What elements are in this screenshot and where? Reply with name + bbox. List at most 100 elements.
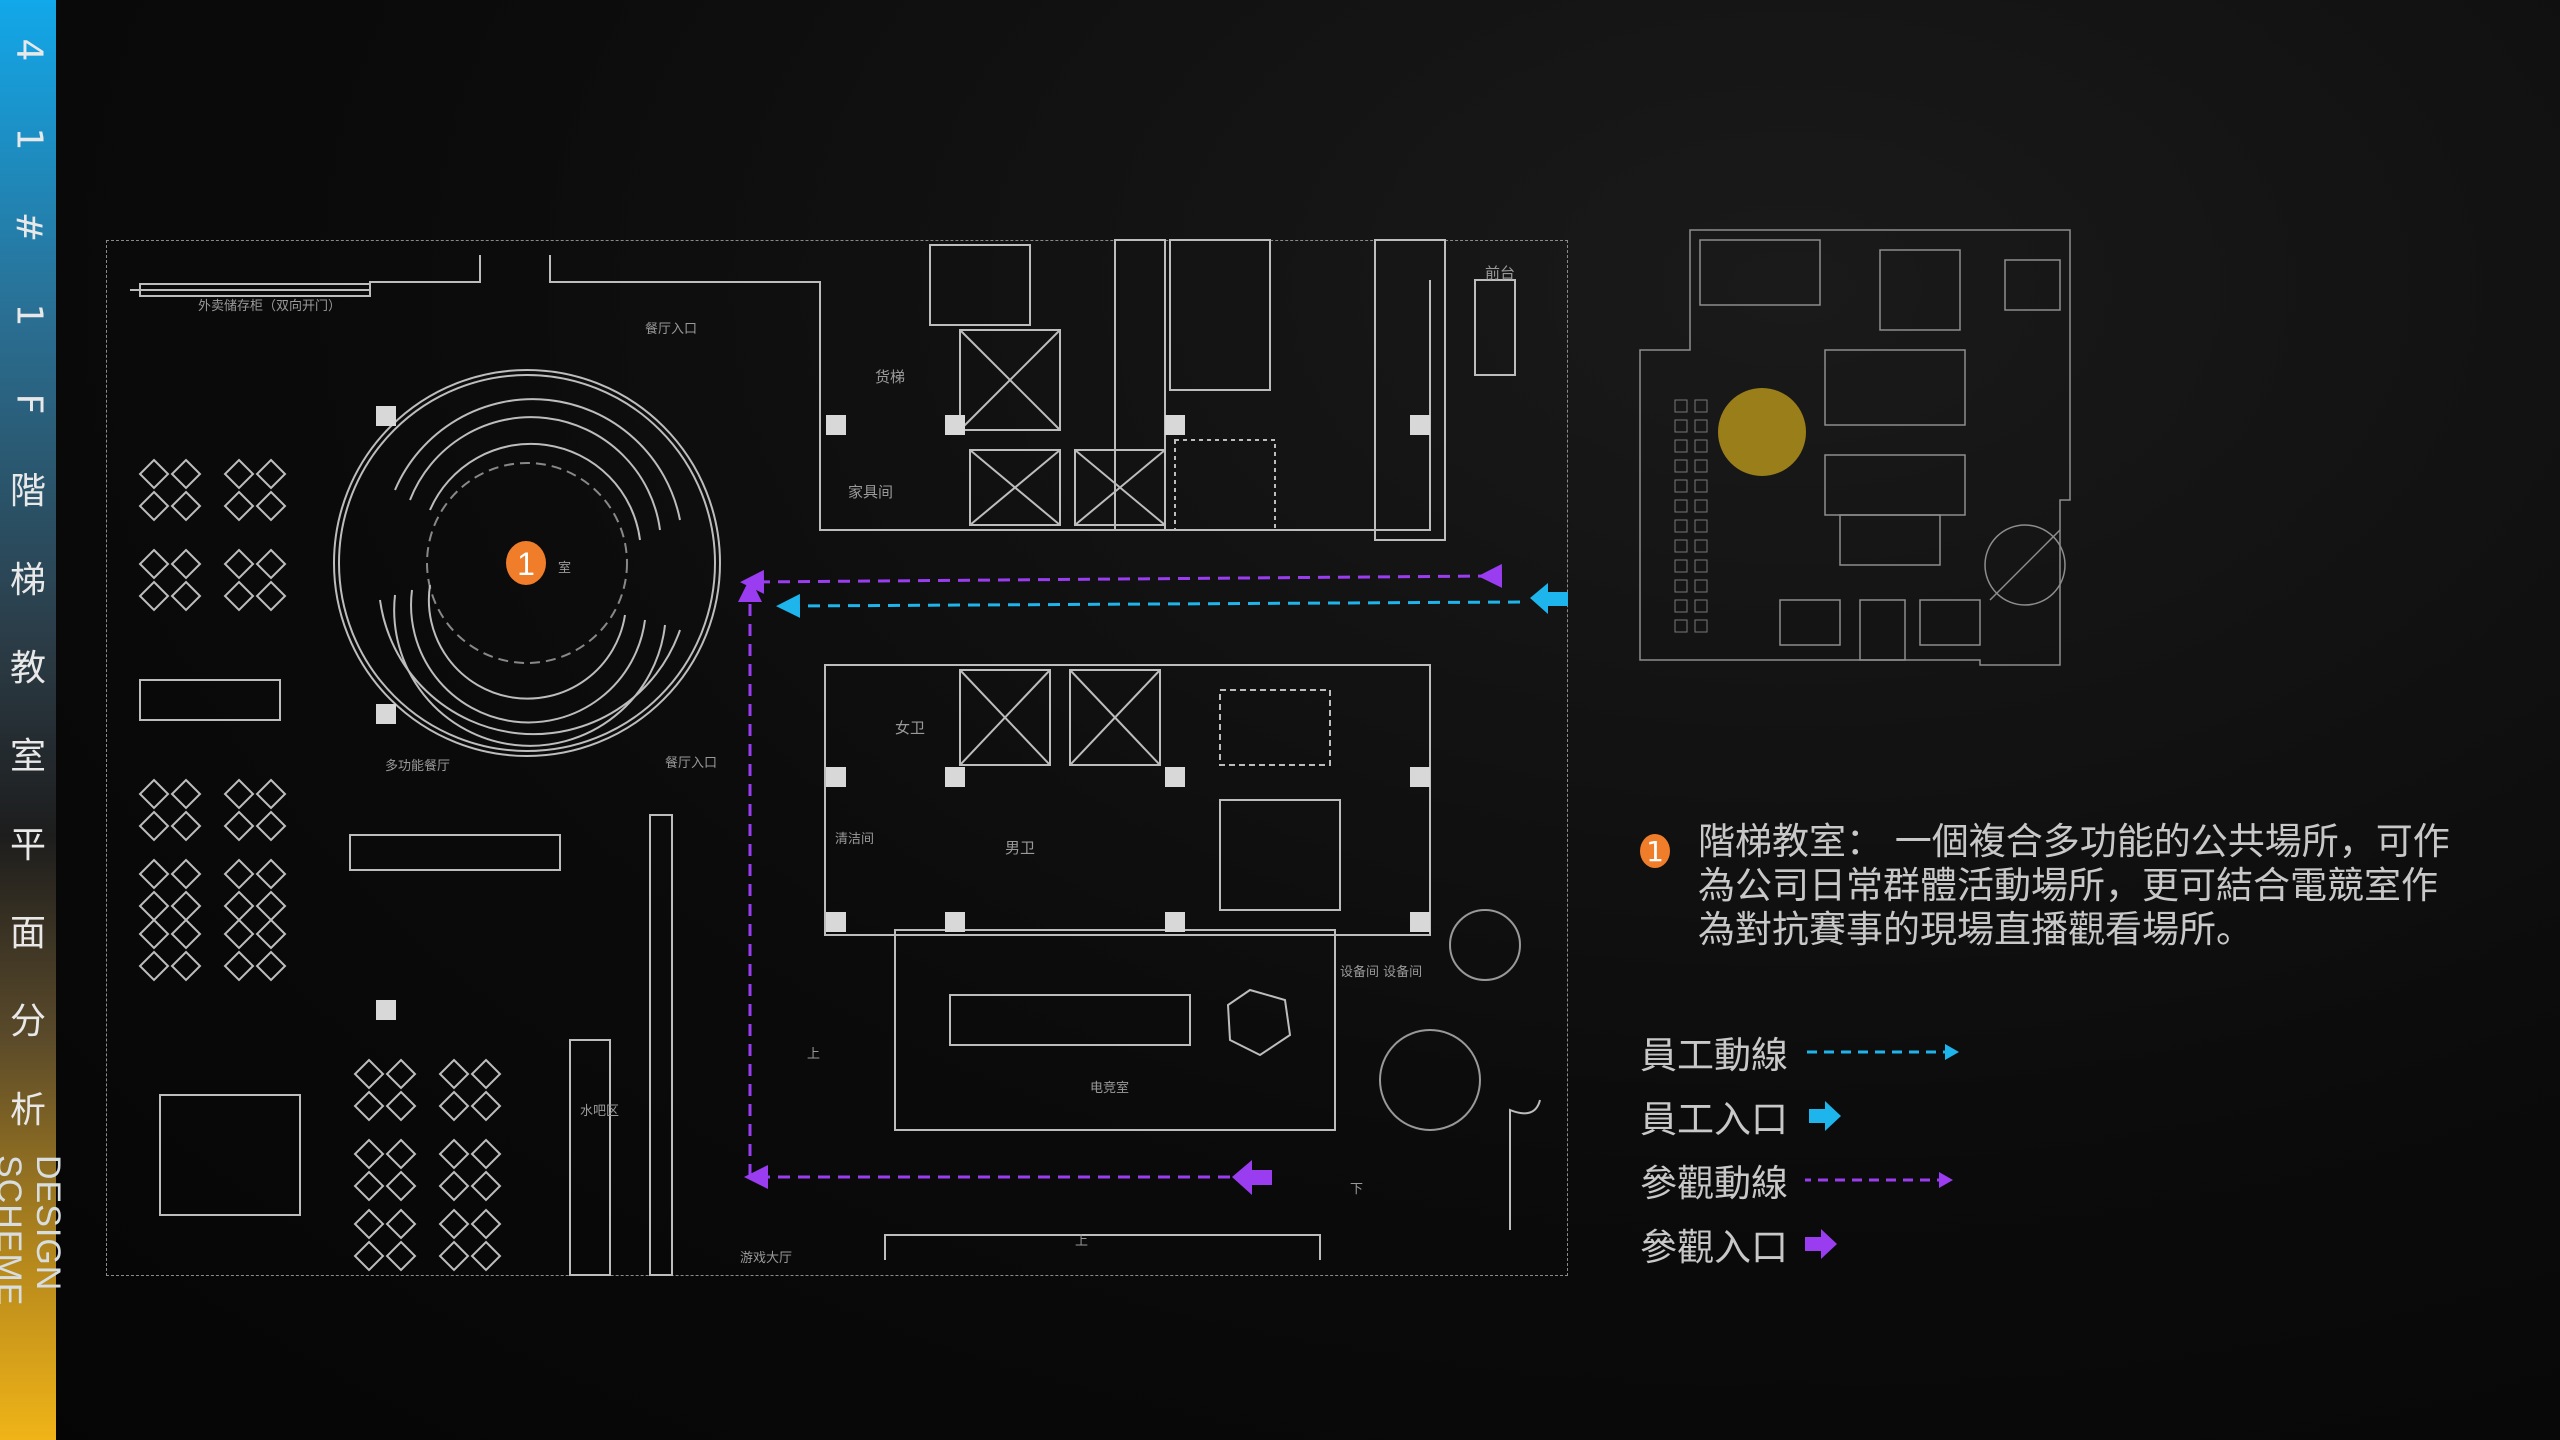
label-water-bar: 水吧区 — [580, 1104, 619, 1119]
minimap-table — [1694, 519, 1708, 533]
table-seat — [470, 1240, 502, 1272]
table-seat — [223, 490, 255, 522]
table-seat — [353, 1240, 385, 1272]
sidebar-char: 分 — [9, 1001, 46, 1043]
arrow-right-icon — [1809, 1101, 1841, 1131]
table-seat — [138, 490, 170, 522]
minimap-table — [1674, 539, 1688, 553]
arrow-right-icon — [1805, 1229, 1837, 1259]
sidebar-subtitle: DESIGN SCHEME — [0, 1155, 67, 1307]
minimap-highlight — [1718, 388, 1806, 476]
label-multi-dining: 多功能餐厅 — [385, 758, 450, 774]
dashed-arrow-icon — [1805, 1172, 1953, 1188]
seat-row — [379, 599, 681, 736]
table-seat — [385, 1058, 417, 1090]
room — [1114, 239, 1166, 531]
tree — [1449, 909, 1521, 981]
minimap-table — [1694, 419, 1708, 433]
tree — [1379, 1029, 1481, 1131]
table-seat — [170, 580, 202, 612]
label-down: 下 — [1350, 1182, 1363, 1197]
marker-number: 1 — [517, 546, 535, 582]
minimap-table — [1674, 619, 1688, 633]
table-seat — [138, 858, 170, 890]
table-seat — [255, 918, 287, 950]
legend-label: 員工動線 — [1640, 1034, 1788, 1077]
stair — [929, 244, 1031, 326]
table-seat — [170, 950, 202, 982]
table-seat — [255, 580, 287, 612]
table-seat — [385, 1090, 417, 1122]
esports-table — [949, 994, 1191, 1046]
door — [1509, 1099, 1541, 1230]
dashed-arrow-icon — [1807, 1044, 1959, 1060]
legend: 員工動線 員工入口 參觀動線 參觀入口 — [1640, 1020, 1965, 1276]
seat-row — [394, 398, 681, 521]
minimap-table — [1694, 579, 1708, 593]
storage-cabinet — [139, 283, 371, 297]
auditorium-stage — [426, 462, 628, 664]
table-seat — [223, 890, 255, 922]
table-seat — [223, 918, 255, 950]
sidebar-char: 室 — [9, 736, 46, 778]
lift — [959, 329, 1061, 431]
table-seat — [255, 490, 287, 522]
legend-item-visitor-entrance: 參觀入口 — [1640, 1212, 1965, 1276]
long-table — [349, 834, 561, 871]
table-seat — [223, 950, 255, 982]
minimap-table — [1674, 459, 1688, 473]
lift-cross — [1069, 669, 1161, 766]
sidebar-char: 梯 — [9, 559, 46, 601]
seat-row — [409, 416, 661, 531]
table-seat — [438, 1138, 470, 1170]
minimap-table — [1694, 399, 1708, 413]
sidebar-char: 教 — [9, 647, 46, 689]
description-text: 階梯教室： 一個複合多功能的公共場所，可作為公司日常群體活動場所，更可結合電競室… — [1698, 820, 2450, 951]
table-seat — [138, 778, 170, 810]
visitor-entrance-arrow-icon — [1232, 1160, 1272, 1195]
table-seat — [470, 1090, 502, 1122]
table-seat — [223, 458, 255, 490]
truss — [649, 814, 673, 1276]
label-up: 上 — [1075, 1234, 1088, 1249]
table-seat — [438, 1208, 470, 1240]
table-seat — [353, 1090, 385, 1122]
table-seat — [353, 1208, 385, 1240]
description: 1 階梯教室： 一個複合多功能的公共場所，可作為公司日常群體活動場所，更可結合電… — [1640, 820, 2460, 952]
label-main-entrance: 游戏大厅 — [740, 1251, 792, 1266]
label-male-wc: 男卫 — [1005, 839, 1035, 857]
long-table — [139, 679, 281, 721]
table-seat — [223, 580, 255, 612]
seat-row — [410, 589, 646, 724]
table-seat — [170, 490, 202, 522]
table-seat — [138, 950, 170, 982]
wall — [130, 255, 821, 300]
table-seat — [438, 1058, 470, 1090]
label-female-wc: 女卫 — [895, 719, 925, 737]
reception-desk — [1474, 279, 1516, 376]
label-storage: 外卖储存柜（双向开门） — [198, 298, 341, 314]
minimap-table — [1674, 479, 1688, 493]
legend-item-visitor-flow: 參觀動線 — [1640, 1148, 1965, 1212]
legend-item-staff-flow: 員工動線 — [1640, 1020, 1965, 1084]
table-seat — [438, 1170, 470, 1202]
round-table — [1226, 988, 1292, 1057]
lift-cross — [959, 669, 1051, 766]
table-seat — [470, 1208, 502, 1240]
seat-row — [427, 584, 626, 700]
table-seat — [470, 1170, 502, 1202]
lift-cross — [959, 329, 1061, 431]
table-seat — [170, 778, 202, 810]
table-seat — [223, 778, 255, 810]
room — [1169, 239, 1271, 391]
label-cleaning: 清洁间 — [835, 832, 874, 847]
flow-lines — [738, 563, 1521, 1189]
minimap-table — [1674, 499, 1688, 513]
table-seat — [255, 458, 287, 490]
table-seat — [353, 1058, 385, 1090]
label-furniture-room: 家具间 — [848, 483, 893, 501]
visitor-flow-line — [740, 563, 1503, 594]
shaft — [1174, 439, 1276, 531]
columns — [376, 406, 1430, 1020]
